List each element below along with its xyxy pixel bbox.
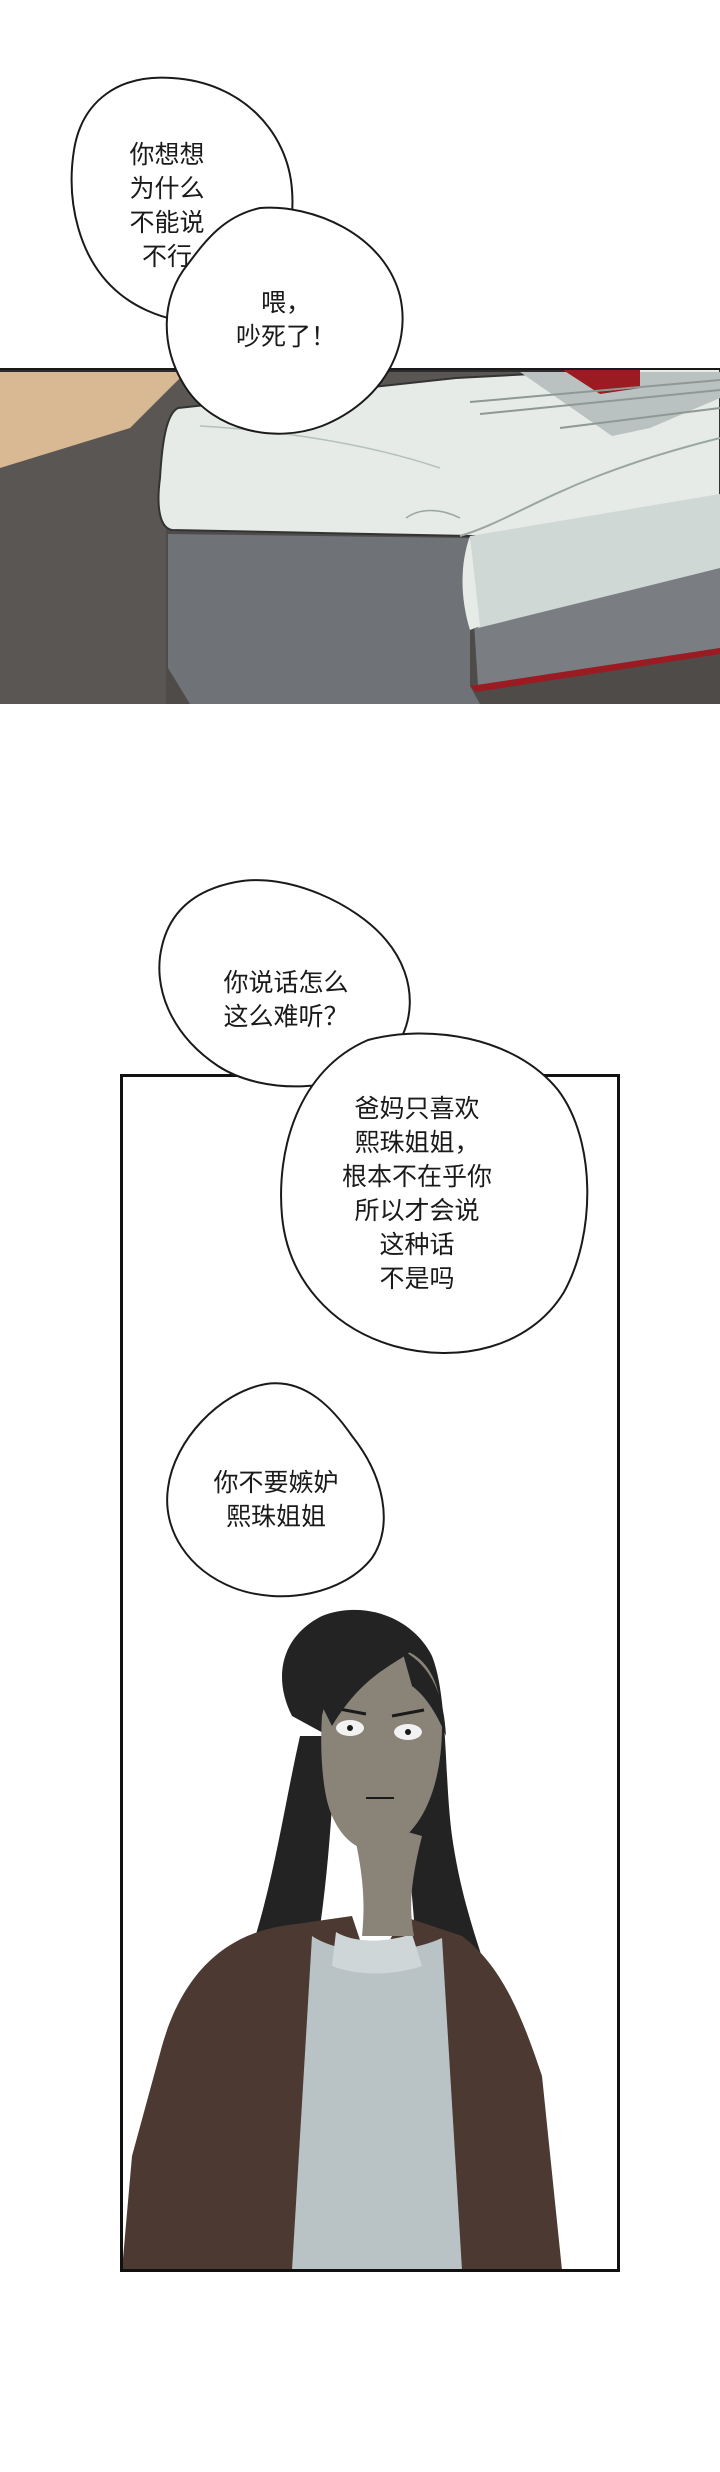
bubble-5-line-2: 熙珠姐姐	[225, 1502, 326, 1531]
bubble-3-line-2: 这么难听？	[223, 1002, 349, 1031]
bubble-4-line-6: 不是吗	[379, 1264, 455, 1293]
speech-bubble-4-outline	[280, 1032, 589, 1355]
bubble-1-line-3: 不能说	[129, 208, 205, 237]
speech-bubble-2: 喂， 吵死了！	[162, 204, 410, 436]
speech-bubble-5-outline	[166, 1382, 385, 1598]
bubble-4-line-2: 熙珠姐姐，	[354, 1128, 480, 1157]
bubble-3-line-1: 你说话怎么	[223, 968, 349, 997]
speech-bubble-2-outline	[165, 206, 404, 435]
bubble-1-line-1: 你想想	[129, 140, 205, 169]
bubble-5-line-1: 你不要嫉妒	[213, 1468, 339, 1497]
bubble-1-line-4: 不行	[141, 242, 192, 271]
bubble-2-line-1: 喂，	[260, 288, 311, 317]
bubble-4-line-5: 这种话	[379, 1230, 455, 1259]
speech-bubble-3: 你说话怎么 这么难听？	[148, 876, 424, 1094]
bubble-1-line-2: 为什么	[129, 174, 205, 203]
bubble-2-line-2: 吵死了！	[235, 322, 336, 351]
speech-bubble-4: 爸妈只喜欢 熙珠姐姐， 根本不在乎你 所以才会说 这种话 不是吗	[268, 1030, 594, 1358]
bubble-4-line-1: 爸妈只喜欢	[354, 1094, 480, 1123]
speech-bubble-1: 你想想 为什么 不能说 不行	[60, 72, 302, 334]
bubble-4-line-3: 根本不在乎你	[341, 1162, 492, 1191]
speech-bubble-5: 你不要嫉妒 熙珠姐姐	[156, 1380, 396, 1602]
bubble-4-line-4: 所以才会说	[354, 1196, 480, 1225]
